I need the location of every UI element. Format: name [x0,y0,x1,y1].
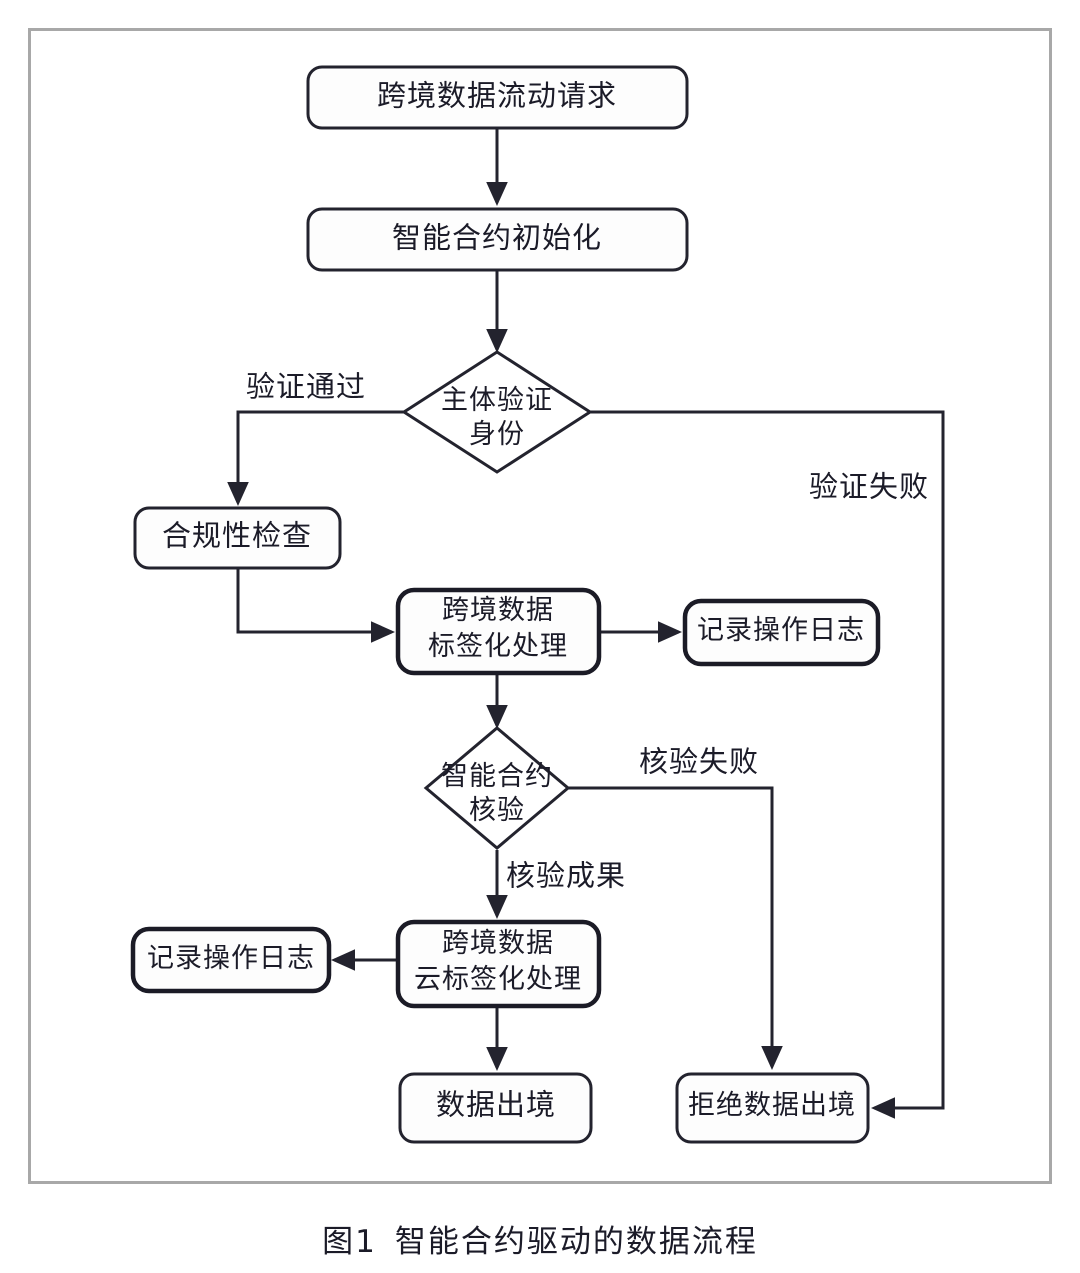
node-cloud-tagging-label-line1: 跨境数据 [442,928,554,958]
node-contract-init[interactable]: 智能合约初始化 [306,207,689,272]
edge-label-verify-fail: 验证失败 [809,471,929,504]
figure-caption-index: 图1 [322,1224,377,1260]
figure-caption-text: 智能合约驱动的数据流程 [394,1224,758,1260]
node-identity-check-label-line1: 主体验证 [441,385,553,415]
flowchart-canvas: 跨境数据流动请求 智能合约初始化 主体验证 身份 验证通过 验证失败 合规性检查… [130,65,945,1144]
edge-compliance-to-tagging [236,568,395,643]
node-identity-check-shape [401,350,593,474]
node-tagging-shape [395,587,602,676]
edge-contract-verify-to-reject-export [567,786,783,1070]
node-contract-verify[interactable]: 智能合约 核验 [423,726,571,850]
node-log-2-label: 记录操作日志 [147,943,315,973]
node-cloud-tagging[interactable]: 跨境数据 云标签化处理 [395,919,602,1009]
node-request-label: 跨境数据流动请求 [377,80,617,113]
figure-caption: 图1 智能合约驱动的数据流程 [0,1216,1080,1261]
node-tagging-label-line2: 标签化处理 [428,631,568,661]
node-identity-check-label-line2: 身份 [469,419,525,449]
node-reject-export-shape [675,1072,870,1144]
node-identity-check[interactable]: 主体验证 身份 [401,350,593,474]
node-compliance-shape [133,506,342,570]
node-contract-verify-label-line1: 智能合约 [441,761,553,791]
node-log-1-shape [682,598,881,667]
node-log-1[interactable]: 记录操作日志 [682,598,881,667]
node-reject-export[interactable]: 拒绝数据出境 [675,1072,870,1144]
node-tagging-label-line1: 跨境数据 [442,595,554,625]
node-request-shape [306,65,689,130]
node-contract-init-shape [306,207,689,272]
node-compliance[interactable]: 合规性检查 [133,506,342,570]
node-contract-verify-shape [423,726,571,850]
edge-label-check-success: 核验成果 [506,860,626,893]
node-request[interactable]: 跨境数据流动请求 [306,65,689,130]
node-data-export-shape [398,1072,593,1144]
node-log-1-label: 记录操作日志 [697,615,865,645]
node-data-export-label: 数据出境 [436,1089,556,1122]
node-cloud-tagging-label-line2: 云标签化处理 [414,964,582,994]
edge-identity-check-to-compliance [227,410,406,506]
node-reject-export-label: 拒绝数据出境 [688,1090,856,1120]
node-contract-init-label: 智能合约初始化 [392,222,602,255]
node-tagging[interactable]: 跨境数据 标签化处理 [395,587,602,676]
edge-identity-check-to-reject-export [589,410,945,1119]
node-compliance-label: 合规性检查 [162,520,312,553]
node-contract-verify-label-line2: 核验 [469,795,525,825]
edge-label-verify-pass: 验证通过 [246,371,366,404]
node-data-export[interactable]: 数据出境 [398,1072,593,1144]
node-cloud-tagging-shape [395,919,602,1009]
node-log-2-shape [130,926,332,994]
node-log-2[interactable]: 记录操作日志 [130,926,332,994]
edge-label-check-fail: 核验失败 [639,746,759,779]
